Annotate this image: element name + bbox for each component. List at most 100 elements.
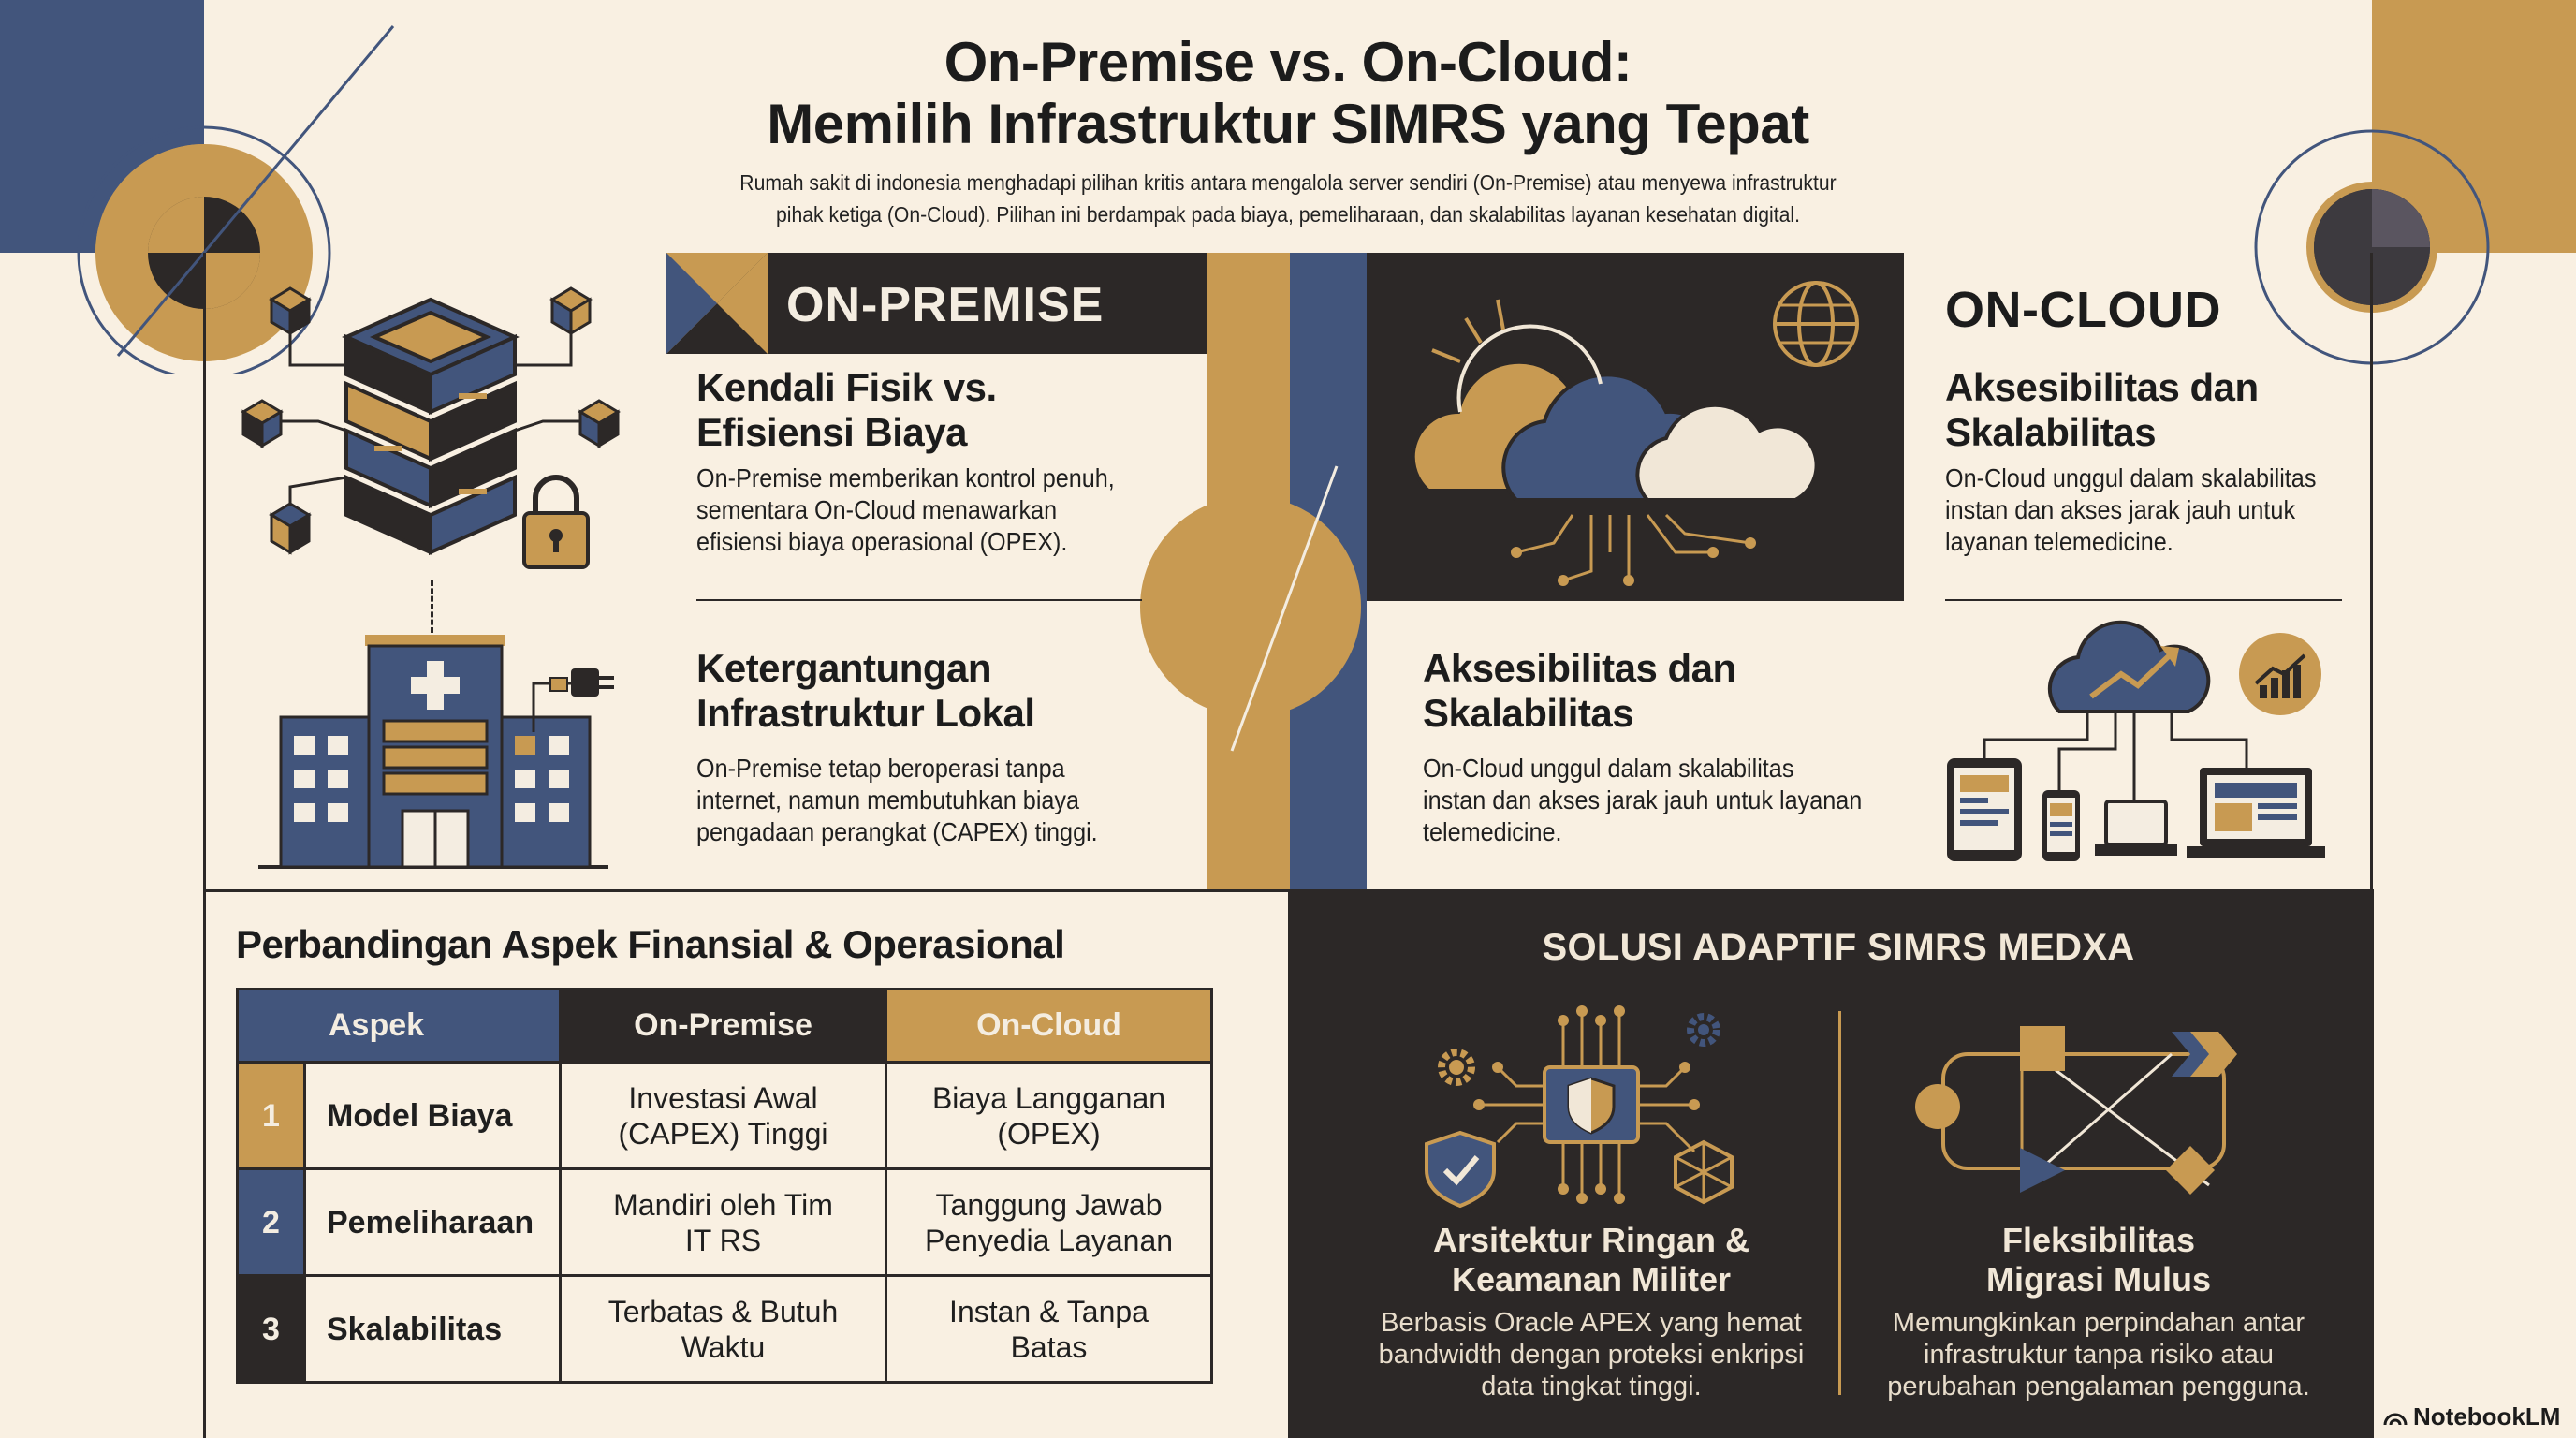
solution-left-title-line1: Arsitektur Ringan & [1432, 1221, 1750, 1259]
on-premise-section1-title-line1: Kendali Fisik vs. [696, 365, 997, 409]
on-premise-divider [696, 599, 1142, 601]
solution-left-body-line1: Berbasis Oracle APEX yang hemat [1381, 1308, 1802, 1338]
notebooklm-logo-icon [2383, 1413, 2408, 1425]
comparison-table: Aspek On-Premise On-Cloud 1 Model Biaya … [236, 988, 1213, 1384]
on-premise-section2-title-line1: Ketergantungan [696, 646, 992, 690]
page-description-line1: Rumah sakit di indonesia menghadapi pili… [739, 170, 1837, 195]
migration-flow-icon [1915, 1026, 2237, 1195]
row-on-cloud-line2: (OPEX) [997, 1116, 1101, 1151]
on-premise-section2-body: On-Premise tetap beroperasi tanpa intern… [696, 753, 1098, 848]
row-on-premise-line1: Terbatas & Butuh [607, 1294, 839, 1328]
header-on-premise: On-Premise [559, 988, 887, 1064]
cloud-network-icon [1411, 281, 1859, 586]
row-on-premise-line1: Mandiri oleh Tim [613, 1187, 833, 1222]
row-number: 2 [236, 1167, 306, 1277]
on-cloud-section1-body-line2: instan dan akses jarak jauh untuk [1945, 495, 2296, 524]
page-border-left [203, 253, 206, 1438]
on-premise-banner [666, 253, 1294, 354]
solution-left-body: Berbasis Oracle APEX yang hemat bandwidt… [1348, 1307, 1835, 1402]
on-premise-section2-body-line2: internet, namun membutuhkan biaya [696, 785, 1080, 814]
section-divider-horizontal [203, 889, 1289, 892]
on-cloud-section1-body: On-Cloud unggul dalam skalabilitas insta… [1945, 462, 2316, 558]
row-on-premise-line2: (CAPEX) Tinggi [618, 1116, 828, 1151]
on-cloud-section2-title: Aksesibilitas dan Skalabilitas [1423, 646, 1736, 736]
shield-circuit-icon [1425, 1005, 1734, 1209]
row-on-premise-line2: IT RS [684, 1223, 762, 1257]
solution-title: SOLUSI ADAPTIF SIMRS MEDXA [1542, 927, 2135, 968]
center-diagonal-line [1230, 465, 1339, 752]
on-premise-section1-title-line2: Efisiensi Biaya [696, 410, 967, 454]
on-premise-section1-body: On-Premise memberikan kontrol penuh, sem… [696, 462, 1115, 558]
on-cloud-section2-title-line2: Skalabilitas [1423, 691, 1634, 735]
center-disc [1140, 496, 1361, 717]
row-on-premise: Investasi Awal(CAPEX) Tinggi [559, 1061, 887, 1170]
decorative-circles-right [2254, 129, 2490, 365]
on-cloud-section1-body-line1: On-Cloud unggul dalam skalabilitas [1945, 463, 2317, 492]
server-stack-icon [241, 286, 621, 569]
row-on-cloud-line1: Instan & Tanpa [949, 1294, 1149, 1328]
solution-left-body-line2: bandwidth dengan proteksi enkripsi [1378, 1340, 1805, 1370]
on-premise-section1-body-line1: On-Premise memberikan kontrol penuh, [696, 463, 1115, 492]
on-premise-section1-title: Kendali Fisik vs. Efisiensi Biaya [696, 365, 997, 455]
notebooklm-watermark: NotebookLM [2383, 1402, 2560, 1431]
row-aspect: Skalabilitas [303, 1274, 562, 1384]
header-aspect: Aspek [236, 988, 562, 1064]
comparison-header-row: Aspek On-Premise On-Cloud [236, 988, 1213, 1064]
on-premise-section2-title-line2: Infrastruktur Lokal [696, 691, 1035, 735]
on-cloud-section2-title-line1: Aksesibilitas dan [1423, 646, 1736, 690]
hospital-building-icon [258, 635, 614, 869]
on-cloud-section2-body-line2: instan dan akses jarak jauh untuk layana… [1423, 785, 1863, 814]
watermark-text: NotebookLM [2413, 1402, 2561, 1431]
on-premise-section2-title: Ketergantungan Infrastruktur Lokal [696, 646, 1035, 736]
on-premise-section2-body-line3: pengadaan perangkat (CAPEX) tinggi. [696, 817, 1098, 846]
solution-right-body-line3: perubahan pengalaman pengguna. [1887, 1372, 2310, 1401]
comparison-title: Perbandingan Aspek Finansial & Operasion… [236, 922, 1065, 966]
on-cloud-section1-title-line2: Skalabilitas [1945, 410, 2157, 454]
solution-right-body-line2: infrastruktur tanpa risiko atau [1924, 1340, 2274, 1370]
row-on-cloud: Biaya Langganan(OPEX) [885, 1061, 1213, 1170]
row-number: 3 [236, 1274, 306, 1384]
row-number: 1 [236, 1061, 306, 1170]
on-cloud-label: ON-CLOUD [1945, 282, 2221, 338]
row-on-cloud-line1: Tanggung Jawab [935, 1187, 1163, 1222]
row-on-cloud-line2: Penyedia Layanan [924, 1223, 1174, 1257]
on-cloud-section1-body-line3: layanan telemedicine. [1945, 527, 2174, 556]
on-cloud-section2-body-line1: On-Cloud unggul dalam skalabilitas [1423, 754, 1794, 783]
devices-cloud-growth-icon [1947, 620, 2325, 861]
row-on-cloud-line1: Biaya Langganan [931, 1080, 1166, 1115]
page-title: On-Premise vs. On-Cloud: Memilih Infrast… [0, 32, 2576, 155]
on-premise-section2-body-line1: On-Premise tetap beroperasi tanpa [696, 754, 1065, 783]
solution-left-title-line2: Keamanan Militer [1451, 1260, 1732, 1299]
on-cloud-section1-title-line1: Aksesibilitas dan [1945, 365, 2259, 409]
dashed-connector [431, 580, 433, 633]
on-premise-label: ON-PREMISE [786, 278, 1105, 332]
solution-right-title-line1: Fleksibilitas [2001, 1221, 2196, 1259]
on-cloud-section2-body: On-Cloud unggul dalam skalabilitas insta… [1423, 753, 1862, 848]
solution-left-title: Arsitektur Ringan & Keamanan Militer [1348, 1221, 1835, 1299]
header-on-cloud: On-Cloud [885, 988, 1213, 1064]
on-premise-section1-body-line2: sementara On-Cloud menawarkan [696, 495, 1058, 524]
solution-divider [1838, 1011, 1841, 1395]
page-description-line2: pihak ketiga (On-Cloud). Pilihan ini ber… [776, 202, 1800, 227]
page-title-line2: Memilih Infrastruktur SIMRS yang Tepat [767, 93, 1809, 155]
row-on-premise-line2: Waktu [681, 1329, 766, 1364]
row-on-premise-line1: Investasi Awal [628, 1080, 818, 1115]
on-cloud-section2-body-line3: telemedicine. [1423, 817, 1562, 846]
row-aspect: Pemeliharaan [303, 1167, 562, 1277]
row-aspect: Model Biaya [303, 1061, 562, 1170]
solution-right-title: Fleksibilitas Migrasi Mulus [1855, 1221, 2342, 1299]
table-row: 1 Model Biaya Investasi Awal(CAPEX) Ting… [236, 1061, 1213, 1170]
solution-left-body-line3: data tingkat tinggi. [1481, 1372, 1702, 1401]
page-title-line1: On-Premise vs. On-Cloud: [944, 31, 1632, 94]
solution-right-body-line1: Memungkinkan perpindahan antar [1892, 1308, 2305, 1338]
row-on-cloud-line2: Batas [1010, 1329, 1088, 1364]
on-cloud-divider [1945, 599, 2342, 601]
on-premise-section1-body-line3: efisiensi biaya operasional (OPEX). [696, 527, 1068, 556]
solution-right-title-line2: Migrasi Mulus [1985, 1260, 2212, 1299]
